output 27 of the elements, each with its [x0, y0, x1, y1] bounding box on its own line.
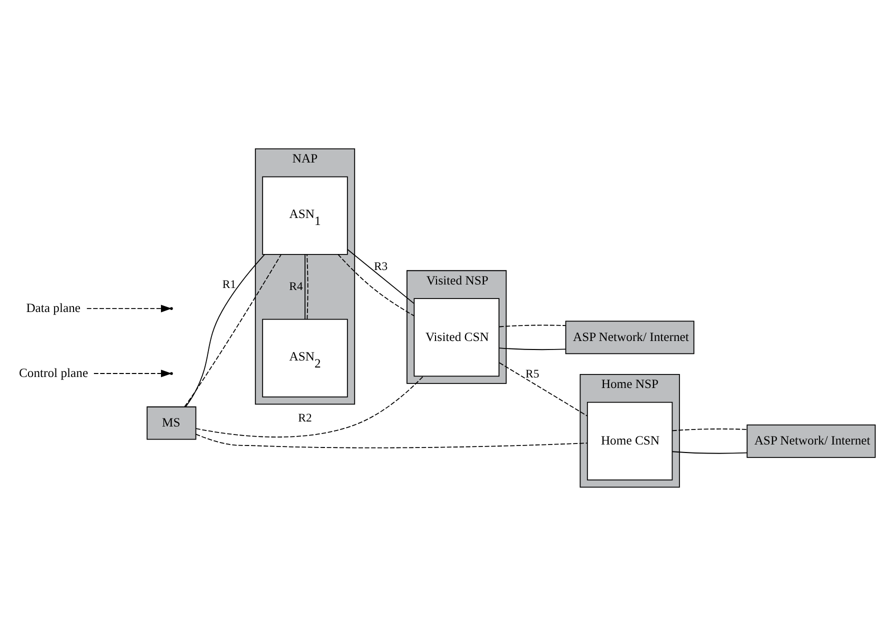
edge-label: R1	[222, 278, 236, 291]
connector	[672, 428, 748, 431]
connector	[196, 375, 424, 437]
node-box: Visited CSN	[414, 298, 500, 376]
connector	[195, 433, 588, 448]
connector	[338, 254, 414, 316]
connector	[306, 254, 308, 320]
node-text: Data plane	[26, 300, 81, 314]
arrow	[94, 369, 172, 377]
connector	[185, 254, 265, 406]
node-box: ASP Network/ Internet	[565, 320, 694, 354]
connector	[498, 347, 566, 350]
connector	[672, 450, 748, 454]
connector	[498, 324, 566, 327]
node-text: Control plane	[18, 365, 88, 380]
node-box: Home CSN	[586, 401, 673, 480]
edge-label: R4	[289, 279, 303, 292]
arrow	[86, 304, 172, 312]
connector	[347, 248, 414, 304]
connector	[304, 254, 306, 320]
edge-label: R2	[298, 411, 312, 424]
connector	[184, 254, 282, 407]
connector	[498, 362, 588, 416]
node-box: MS	[146, 406, 196, 440]
edge-label: R3	[374, 260, 388, 273]
node-box: ASP Network/ Internet	[746, 424, 876, 458]
edge-label: R5	[526, 366, 540, 380]
